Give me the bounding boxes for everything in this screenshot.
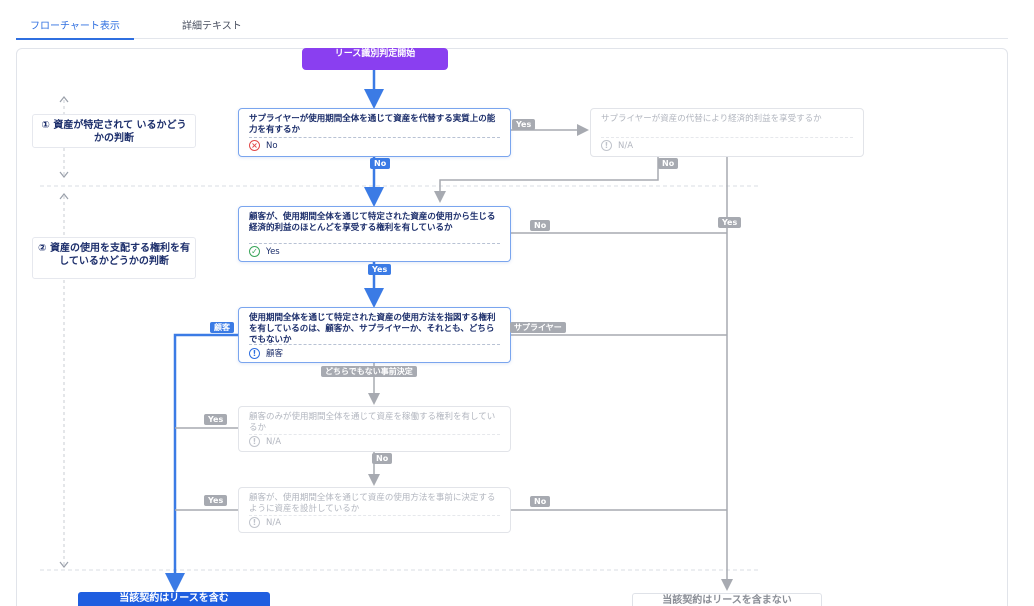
decision-answer: 顧客 bbox=[266, 349, 284, 359]
decision-answer: No bbox=[266, 140, 278, 151]
edge-label-customer: 顧客 bbox=[210, 322, 234, 333]
edge-label-neither: どちらでもない事前決定 bbox=[321, 366, 417, 377]
edge-label-no: No bbox=[530, 220, 551, 231]
check-circle-icon: ✓ bbox=[249, 246, 260, 257]
decision-customer-economic-benefits[interactable]: 顧客が、使用期間全体を通じて特定された資産の使用から生じる経済的利益のほとんどを… bbox=[238, 206, 511, 262]
section-label-right-to-control: ② 資産の使用を支配する権利を有しているかどうかの判断 bbox=[32, 237, 196, 279]
decision-question: 顧客が、使用期間全体を通じて特定された資産の使用から生じる経済的利益のほとんどを… bbox=[249, 212, 496, 233]
tab-detail-text[interactable]: 詳細テキスト bbox=[182, 21, 242, 32]
decision-answer: Yes bbox=[266, 246, 280, 257]
decision-answer: N/A bbox=[266, 517, 282, 528]
edge-label-supplier: サプライヤー bbox=[510, 322, 566, 333]
section-label-asset-identified: ① 資産が特定されて いるかどうかの判断 bbox=[32, 114, 196, 148]
start-node[interactable]: リース識別判定開始 bbox=[302, 48, 448, 70]
decision-supplier-substantive-substitution[interactable]: サプライヤーが使用期間全体を通じて資産を代替する実質上の能力を有するか × No bbox=[238, 108, 511, 157]
decision-question: サプライヤーが使用期間全体を通じて資産を代替する実質上の能力を有するか bbox=[249, 114, 496, 135]
decision-supplier-economic-benefit[interactable]: サプライヤーが資産の代替により経済的利益を享受するか ! N/A bbox=[590, 108, 864, 157]
decision-question: サプライヤーが資産の代替により経済的利益を享受するか bbox=[601, 114, 822, 124]
decision-customer-designed-asset[interactable]: 顧客が、使用期間全体を通じて資産の使用方法を事前に決定するように資産を設計してい… bbox=[238, 487, 511, 533]
edge-label-yes: Yes bbox=[204, 414, 228, 425]
decision-answer: N/A bbox=[618, 140, 634, 151]
edge-label-yes: Yes bbox=[368, 264, 392, 275]
tab-flowchart[interactable]: フローチャート表示 bbox=[16, 17, 134, 40]
edge-label-yes: Yes bbox=[512, 119, 536, 130]
x-circle-icon: × bbox=[249, 140, 260, 151]
decision-question: 顧客が、使用期間全体を通じて資産の使用方法を事前に決定するように資産を設計してい… bbox=[249, 493, 496, 514]
view-tabs: フローチャート表示 詳細テキスト bbox=[16, 14, 1008, 40]
na-circle-icon: ! bbox=[601, 140, 612, 151]
edge-label-no: No bbox=[658, 158, 679, 169]
decision-question: 使用期間全体を通じて特定された資産の使用方法を指図する権利を有しているのは、顧客… bbox=[249, 313, 496, 345]
decision-customer-operate-asset[interactable]: 顧客のみが使用期間全体を通じて資産を稼働する権利を有しているか ! N/A bbox=[238, 406, 511, 452]
edge-label-yes: Yes bbox=[718, 217, 742, 228]
edge-label-no: No bbox=[370, 158, 391, 169]
end-node-contains-lease[interactable]: 当該契約はリースを含む bbox=[78, 592, 270, 606]
edge-label-no: No bbox=[372, 453, 393, 464]
info-circle-icon: ! bbox=[249, 347, 260, 359]
end-node-no-lease[interactable]: 当該契約はリースを含まない bbox=[632, 593, 822, 606]
decision-answer: N/A bbox=[266, 436, 282, 447]
na-circle-icon: ! bbox=[249, 436, 260, 447]
na-circle-icon: ! bbox=[249, 517, 260, 528]
edge-label-no: No bbox=[530, 496, 551, 507]
decision-question: 顧客のみが使用期間全体を通じて資産を稼働する権利を有しているか bbox=[249, 412, 496, 433]
decision-right-to-direct-use[interactable]: 使用期間全体を通じて特定された資産の使用方法を指図する権利を有しているのは、顧客… bbox=[238, 307, 511, 363]
edge-label-yes: Yes bbox=[204, 495, 228, 506]
